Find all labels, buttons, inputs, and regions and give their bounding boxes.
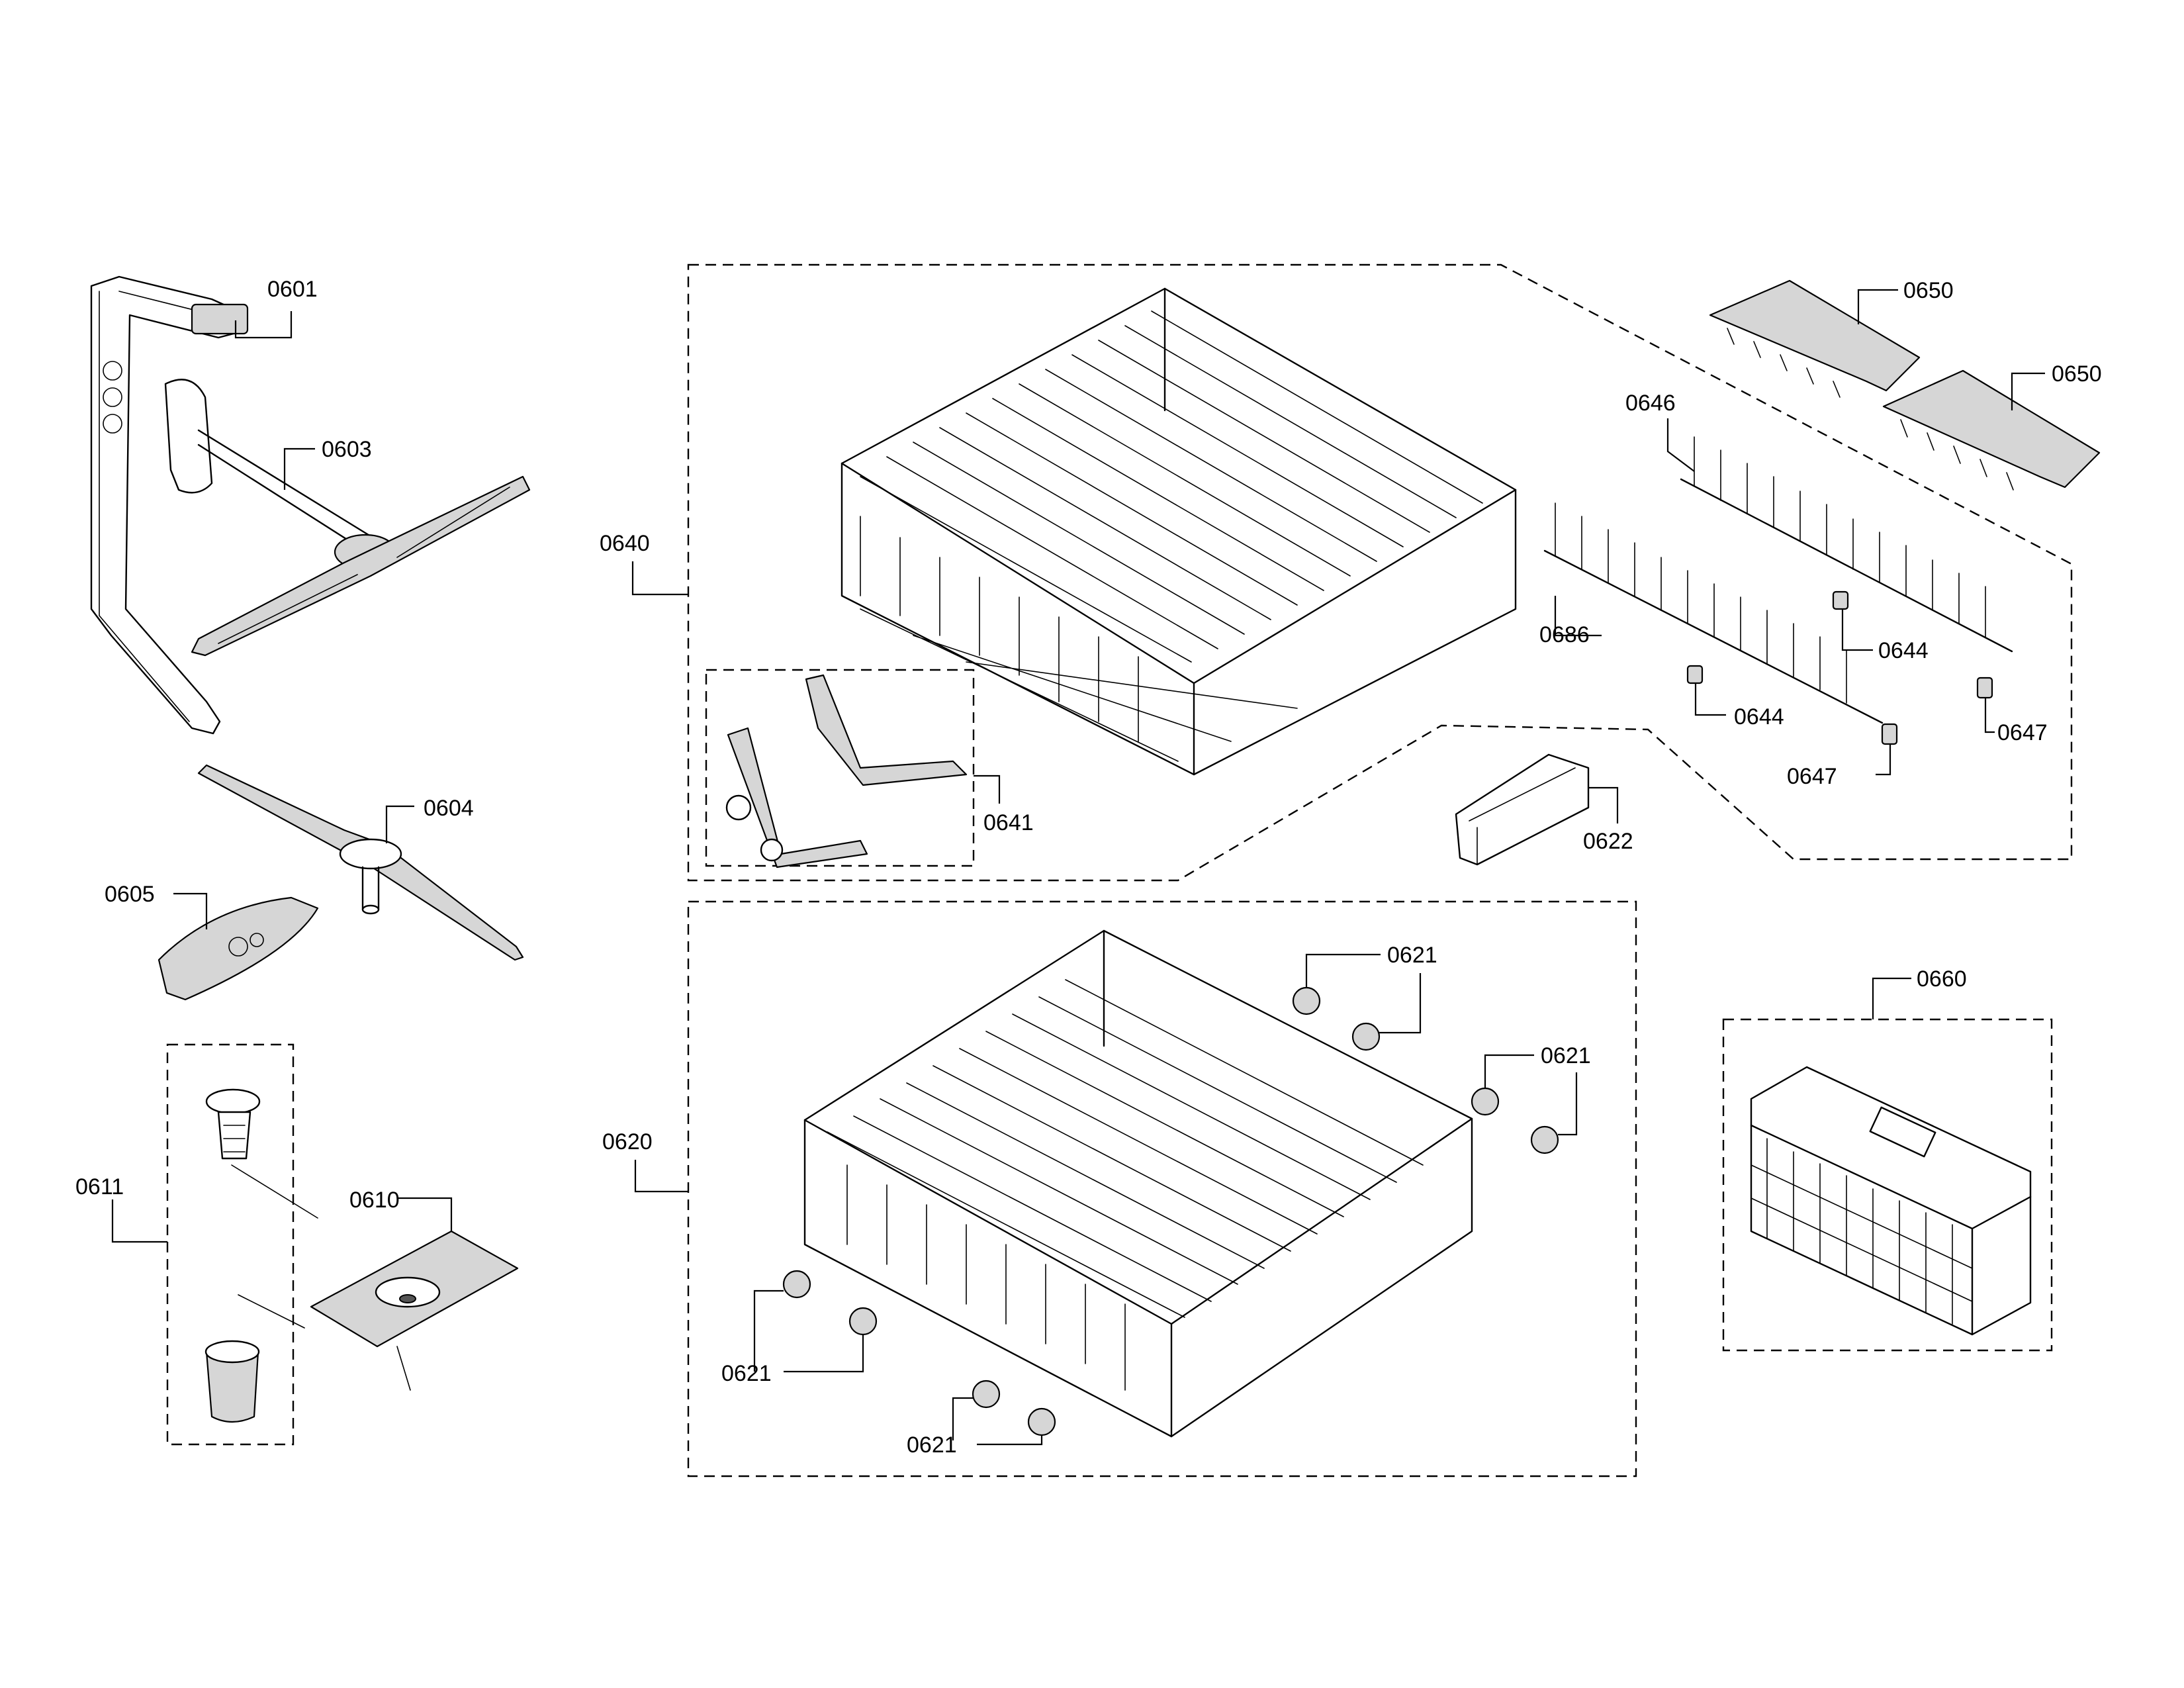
leader-0640 bbox=[631, 561, 688, 596]
group-boundaries bbox=[166, 263, 2073, 1477]
rack-adjuster-boundary bbox=[705, 669, 975, 867]
leader-0650a bbox=[1857, 289, 1898, 324]
lower-spray-arm-part bbox=[197, 764, 524, 961]
cutlery-basket-part bbox=[1750, 1066, 2032, 1336]
label-0610: 0610 bbox=[349, 1188, 400, 1213]
label-0604: 0604 bbox=[424, 796, 474, 821]
leader-0603 bbox=[283, 447, 315, 490]
leader-0601 bbox=[234, 311, 293, 339]
leader-0604 bbox=[385, 805, 414, 843]
label-0622: 0622 bbox=[1583, 829, 1633, 854]
label-0646: 0646 bbox=[1625, 391, 1676, 416]
leader-0622 bbox=[1588, 786, 1619, 823]
leader-0644b bbox=[1694, 683, 1726, 716]
supply-tube-part bbox=[90, 275, 249, 735]
leader-lines bbox=[111, 289, 2045, 1446]
upper-rack-part bbox=[841, 287, 1517, 776]
leader-0620 bbox=[634, 1160, 688, 1193]
upper-spray-arm-part bbox=[164, 379, 531, 657]
label-0641: 0641 bbox=[983, 810, 1034, 835]
leader-0621d bbox=[952, 1397, 1043, 1446]
leader-0647b bbox=[1876, 744, 1891, 776]
leader-0621c bbox=[753, 1289, 864, 1373]
leader-0644a bbox=[1841, 609, 1873, 651]
label-0644a: 0644 bbox=[1878, 638, 1929, 663]
cover-part bbox=[158, 896, 319, 1001]
label-0620: 0620 bbox=[602, 1129, 653, 1154]
clip-parts bbox=[1686, 590, 1993, 745]
tray-part bbox=[1455, 753, 1590, 866]
leader-0621b bbox=[1484, 1054, 1578, 1136]
cutlery-basket-boundary bbox=[1722, 1018, 2053, 1352]
label-0650b: 0650 bbox=[2052, 361, 2102, 387]
cup-shelf-parts bbox=[1709, 279, 2101, 491]
leader-0646 bbox=[1666, 418, 1695, 472]
lower-rack-boundary bbox=[687, 900, 1637, 1477]
label-0644b: 0644 bbox=[1734, 704, 1784, 729]
leader-0605 bbox=[173, 892, 208, 929]
lower-rack-part bbox=[803, 929, 1473, 1438]
roller-parts bbox=[782, 986, 1559, 1436]
label-0660: 0660 bbox=[1917, 966, 1967, 992]
tine-row-part bbox=[1543, 436, 2013, 724]
label-0686: 0686 bbox=[1539, 622, 1590, 647]
leader-0650b bbox=[2011, 372, 2045, 410]
label-0647a: 0647 bbox=[1997, 720, 2048, 745]
leader-0647a bbox=[1984, 698, 1995, 733]
rack-adjuster-part bbox=[725, 674, 968, 868]
label-0647b: 0647 bbox=[1787, 764, 1837, 789]
label-0640: 0640 bbox=[600, 531, 650, 556]
leader-0660 bbox=[1872, 977, 1911, 1019]
label-0611: 0611 bbox=[75, 1174, 124, 1199]
label-0650a: 0650 bbox=[1903, 278, 1954, 303]
leader-0611 bbox=[111, 1199, 167, 1243]
upper-rack-boundary bbox=[687, 263, 2073, 882]
label-0621d: 0621 bbox=[907, 1432, 957, 1458]
label-0621c: 0621 bbox=[721, 1361, 772, 1386]
label-0605: 0605 bbox=[105, 882, 155, 907]
filter-parts bbox=[205, 1088, 318, 1423]
part-labels: 0601 0603 0604 0605 0610 0611 0620 0621 … bbox=[75, 277, 2102, 1458]
leader-0686 bbox=[1554, 596, 1602, 637]
label-0601: 0601 bbox=[267, 277, 318, 302]
leader-0641 bbox=[974, 774, 1001, 804]
micro-filter-part bbox=[310, 1230, 519, 1391]
leader-0621a bbox=[1305, 953, 1422, 1034]
leader-0610 bbox=[398, 1197, 453, 1231]
label-0603: 0603 bbox=[322, 437, 372, 462]
label-0621b: 0621 bbox=[1541, 1043, 1591, 1068]
label-0621a: 0621 bbox=[1387, 943, 1437, 968]
filter-boundary bbox=[166, 1043, 295, 1446]
